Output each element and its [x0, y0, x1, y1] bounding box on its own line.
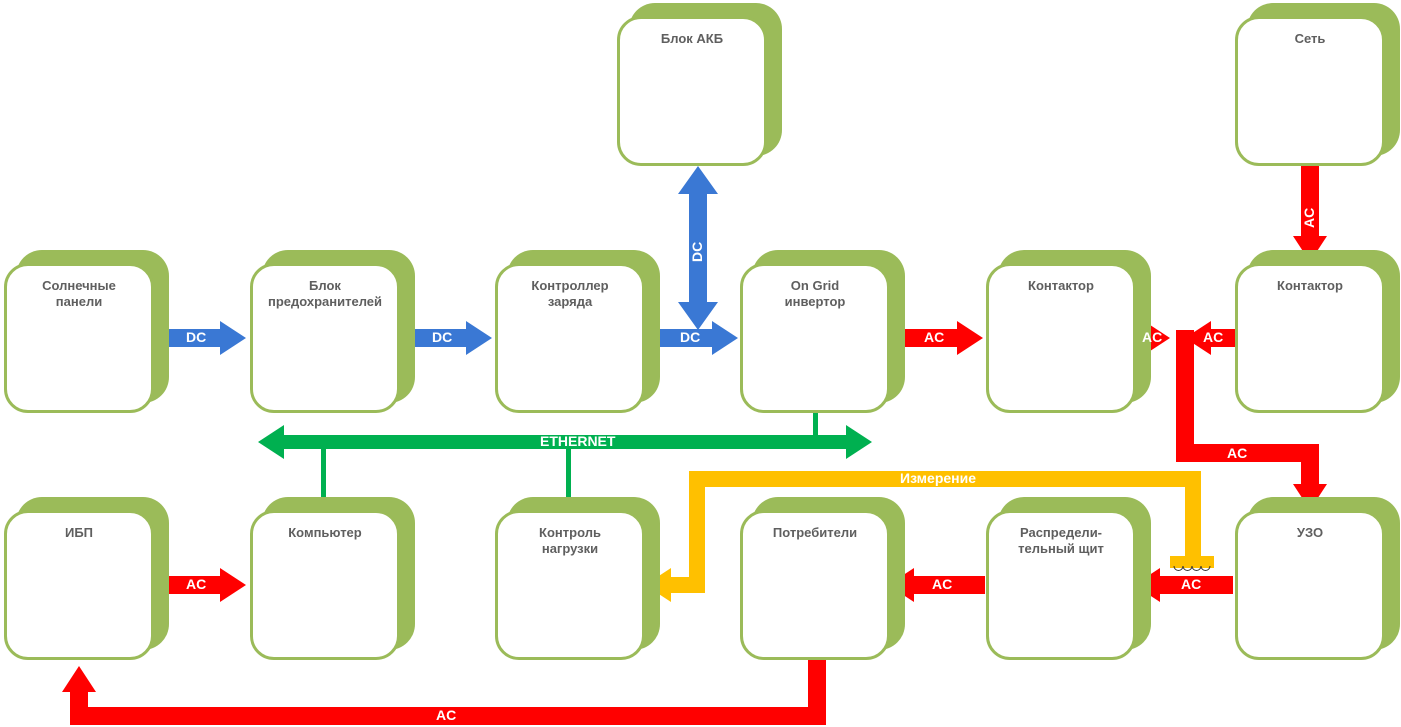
ac-label: AC [1227, 445, 1248, 461]
ac-arrow [1293, 450, 1327, 510]
measurement-arrow [645, 568, 705, 602]
node-title: Сеть [1294, 31, 1326, 46]
node-title: ИБП [64, 525, 94, 540]
ac-label: AC [924, 329, 945, 345]
ac-wire [1176, 330, 1194, 462]
ethernet-bus [258, 425, 872, 459]
node-title: Контроль нагрузки [539, 525, 601, 556]
dc-bidirectional-arrow [678, 166, 718, 330]
node-battery-block: Блок АКБ [617, 16, 767, 166]
node-rcd: УЗО [1235, 510, 1385, 660]
node-title: Контактор [1028, 278, 1094, 293]
node-title: Контактор [1277, 278, 1343, 293]
dc-arrow [399, 321, 492, 355]
ac-label: AC [1203, 329, 1224, 345]
node-solar-panels: Солнечные панели [4, 263, 154, 413]
measurement-label: Измерение [900, 470, 977, 486]
node-charge-controller: Контроллер заряда [495, 263, 645, 413]
node-title: Распредели- тельный щит [1018, 525, 1104, 556]
node-title: УЗО [1296, 525, 1324, 540]
node-load-control: Контроль нагрузки [495, 510, 645, 660]
coil-loop [1200, 565, 1211, 571]
node-title: Солнечные панели [42, 278, 116, 309]
ac-label: AC [186, 576, 207, 592]
ac-wire [1176, 444, 1319, 462]
measurement-wire [1185, 471, 1201, 563]
ethernet-drop [813, 413, 818, 443]
ethernet-label: ETHERNET [540, 433, 616, 449]
ethernet-drop [566, 442, 571, 510]
dc-label: DC [680, 329, 701, 345]
ac-arrow [1185, 321, 1235, 355]
ac-arrow [1293, 166, 1327, 262]
ac-arrow [62, 666, 96, 716]
ethernet-drop [321, 442, 326, 510]
dc-label: DC [432, 329, 453, 345]
node-consumers: Потребители [740, 510, 890, 660]
ac-label: AC [436, 707, 457, 723]
current-transformer [1170, 556, 1214, 568]
dc-arrow [645, 321, 738, 355]
ac-arrow [890, 321, 983, 355]
node-computer: Компьютер [250, 510, 400, 660]
ac-label-vertical: AC [1301, 207, 1317, 228]
node-fuse-block: Блок предохранителей [250, 263, 400, 413]
node-title: Потребители [772, 525, 858, 540]
node-on-grid-inverter: On Grid инвертор [740, 263, 890, 413]
ac-label: AC [932, 576, 953, 592]
node-title: Контроллер заряда [531, 278, 609, 309]
node-title: Блок предохранителей [267, 278, 383, 309]
ac-arrow [888, 568, 985, 602]
node-title: Блок АКБ [660, 31, 724, 46]
measurement-wire [689, 471, 705, 585]
node-title: On Grid инвертор [784, 278, 846, 309]
measurement-wire [689, 471, 1201, 487]
node-ups: ИБП [4, 510, 154, 660]
dc-label-vertical: DC [689, 241, 705, 262]
dc-arrow [153, 321, 246, 355]
node-title: Компьютер [288, 525, 362, 540]
dc-label: DC [186, 329, 207, 345]
ac-wire [70, 707, 826, 725]
node-distribution-board: Распредели- тельный щит [986, 510, 1136, 660]
ac-label: AC [1142, 329, 1163, 345]
node-contactor-2: Контактор [1235, 263, 1385, 413]
node-grid: Сеть [1235, 16, 1385, 166]
ac-arrow [1134, 568, 1233, 602]
node-contactor-1: Контактор [986, 263, 1136, 413]
ac-arrow [153, 568, 246, 602]
ac-label: AC [1181, 576, 1202, 592]
